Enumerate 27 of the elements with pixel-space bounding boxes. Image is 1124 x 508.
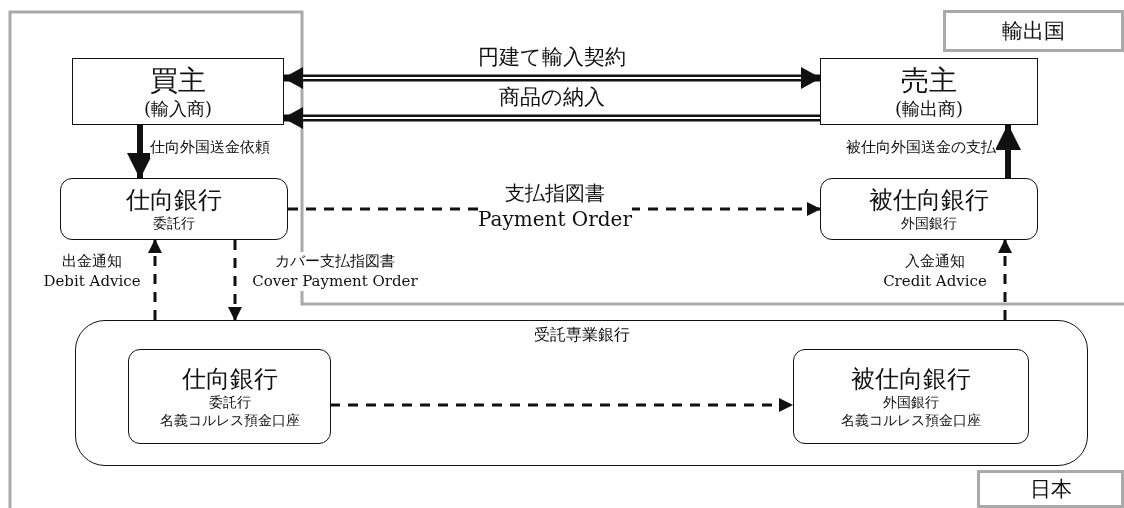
- party-box: [820, 58, 1038, 125]
- edge-label: 支払指図書 Payment Order: [478, 180, 632, 232]
- node-title: 仕向銀行: [126, 185, 222, 216]
- node-subtitle: 名義コルレス預金口座: [159, 411, 300, 429]
- edge-label: カバー支払指図書 Cover Payment Order: [252, 252, 418, 291]
- node-title: 売主: [901, 62, 957, 98]
- node-subtitle: 名義コルレス預金口座: [841, 411, 981, 429]
- node-subtitle: 委託行: [208, 394, 251, 412]
- node-title: 被仕向銀行: [851, 364, 971, 394]
- node-subtitle: 外国銀行: [883, 394, 939, 412]
- bank-group-box: [75, 320, 1088, 466]
- node-title: 買主: [150, 62, 206, 98]
- account-box: [793, 349, 1029, 444]
- node-subtitle: (輸出商): [894, 97, 963, 121]
- node-subtitle: 外国銀行: [901, 215, 957, 233]
- bank-box: [60, 178, 288, 240]
- party-box: [72, 58, 284, 125]
- node-subtitle: 委託行: [153, 215, 195, 233]
- node-title: 被仕向銀行: [869, 185, 989, 216]
- bank-box: [820, 178, 1038, 240]
- region-label: 輸出国: [943, 10, 1124, 52]
- node-subtitle: (輸入商): [143, 97, 212, 121]
- account-box: [128, 349, 331, 444]
- edge-label: 仕向外国送金依頼: [150, 138, 270, 158]
- region-label: 日本: [977, 470, 1124, 508]
- node-title: 仕向銀行: [181, 364, 278, 394]
- node-title: 受託専業銀行: [533, 325, 630, 345]
